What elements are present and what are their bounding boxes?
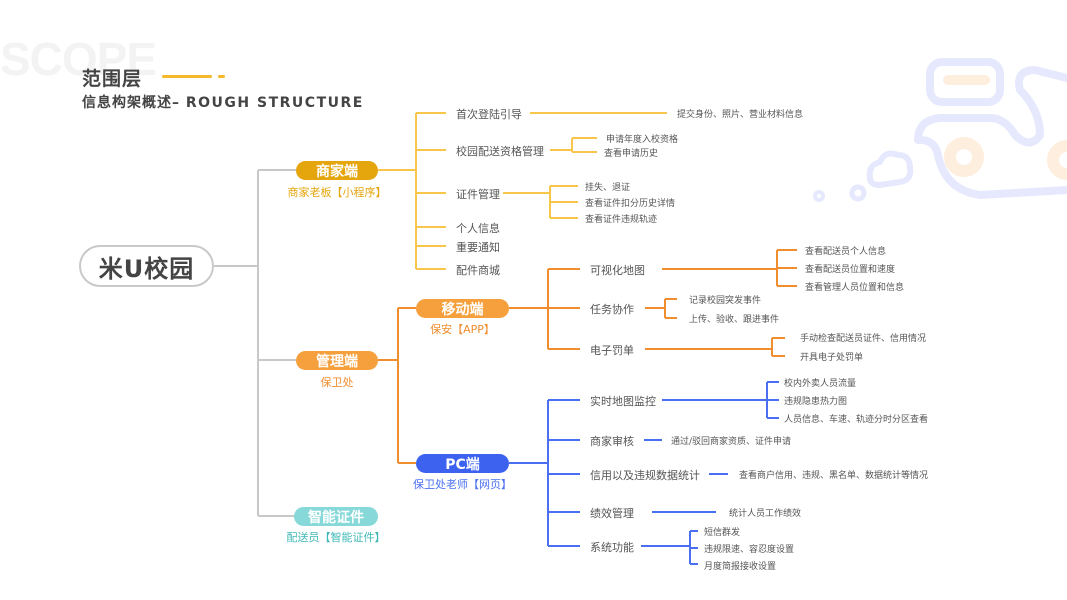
- pc-node[interactable]: PC端: [416, 454, 509, 473]
- pc-subitem: 违规隐患热力图: [784, 397, 848, 407]
- pc-subitem: 人员信息、车速、轨迹分时分区查看: [784, 415, 929, 425]
- pc-subitem: 校内外卖人员流量: [784, 379, 857, 389]
- merchant-subitem: 查看证件扣分历史详情: [585, 199, 676, 209]
- page-title: 范围层: [82, 68, 143, 90]
- pc-item[interactable]: 系统功能: [590, 541, 634, 554]
- subtitle-en: ROUGH STRUCTURE: [185, 95, 364, 111]
- page-subtitle: 信息构架概述– ROUGH STRUCTURE: [82, 92, 364, 112]
- merchant-item[interactable]: 校园配送资格管理: [456, 145, 544, 158]
- pc-subitem: 查看商户信用、违规、黑名单、数据统计等情况: [739, 471, 929, 481]
- pc-sub: 保卫处老师【网页】: [413, 478, 512, 491]
- manage-sub: 保卫处: [320, 376, 354, 389]
- cert-sub: 配送员【智能证件】: [286, 531, 386, 544]
- mobile-subitem: 开具电子处罚单: [800, 353, 864, 363]
- merchant-item[interactable]: 证件管理: [456, 188, 500, 201]
- pc-subitem: 违规限速、容忍度设置: [704, 545, 795, 555]
- title-decoration-dot: [218, 75, 225, 78]
- merchant-subitem: 提交身份、照片、营业材料信息: [677, 110, 804, 120]
- pc-item[interactable]: 实时地图监控: [590, 395, 656, 408]
- mobile-subitem: 查看管理人员位置和信息: [805, 283, 905, 293]
- mobile-sub: 保安【APP】: [430, 323, 495, 336]
- mobile-item[interactable]: 可视化地图: [590, 264, 645, 277]
- scooter-illustration: [813, 58, 1067, 202]
- mobile-subitem: 记录校园突发事件: [689, 296, 762, 306]
- pc-item[interactable]: 商家审核: [590, 435, 634, 448]
- title-decoration-line: [162, 75, 212, 78]
- merchant-subitem: 申请年度入校资格: [606, 135, 679, 145]
- mobile-subitem: 手动检查配送员证件、信用情况: [800, 334, 927, 344]
- mobile-subitem: 查看配送员位置和速度: [805, 265, 896, 275]
- merchant-node[interactable]: 商家端: [296, 161, 378, 180]
- merchant-item[interactable]: 配件商城: [456, 264, 500, 277]
- pc-item[interactable]: 信用以及违规数据统计: [590, 469, 700, 482]
- mobile-item[interactable]: 任务协作: [590, 303, 634, 316]
- pc-subitem: 月度简报接收设置: [704, 562, 777, 572]
- root-node[interactable]: 米U校园: [79, 245, 214, 287]
- merchant-item[interactable]: 重要通知: [456, 241, 500, 254]
- merchant-item[interactable]: 首次登陆引导: [456, 108, 522, 121]
- mobile-subitem: 上传、验收、跟进事件: [689, 315, 780, 325]
- pc-item[interactable]: 绩效管理: [590, 507, 634, 520]
- watermark-text: SCOPE: [0, 33, 157, 85]
- pc-subitem: 统计人员工作绩效: [729, 509, 802, 519]
- pc-subitem: 短信群发: [704, 528, 741, 538]
- merchant-item[interactable]: 个人信息: [456, 222, 500, 235]
- merchant-subitem: 挂失、退证: [585, 183, 631, 193]
- mobile-item[interactable]: 电子罚单: [590, 344, 634, 357]
- manage-node[interactable]: 管理端: [296, 351, 378, 370]
- mobile-node[interactable]: 移动端: [416, 299, 509, 318]
- merchant-subitem: 查看申请历史: [604, 149, 659, 159]
- pc-subitem: 通过/驳回商家资质、证件申请: [671, 437, 792, 447]
- merchant-subitem: 查看证件违规轨迹: [585, 215, 658, 225]
- merchant-sub: 商家老板【小程序】: [287, 186, 387, 199]
- mobile-subitem: 查看配送员个人信息: [805, 247, 887, 257]
- subtitle-cn: 信息构架概述–: [82, 95, 180, 111]
- cert-node[interactable]: 智能证件: [294, 507, 378, 526]
